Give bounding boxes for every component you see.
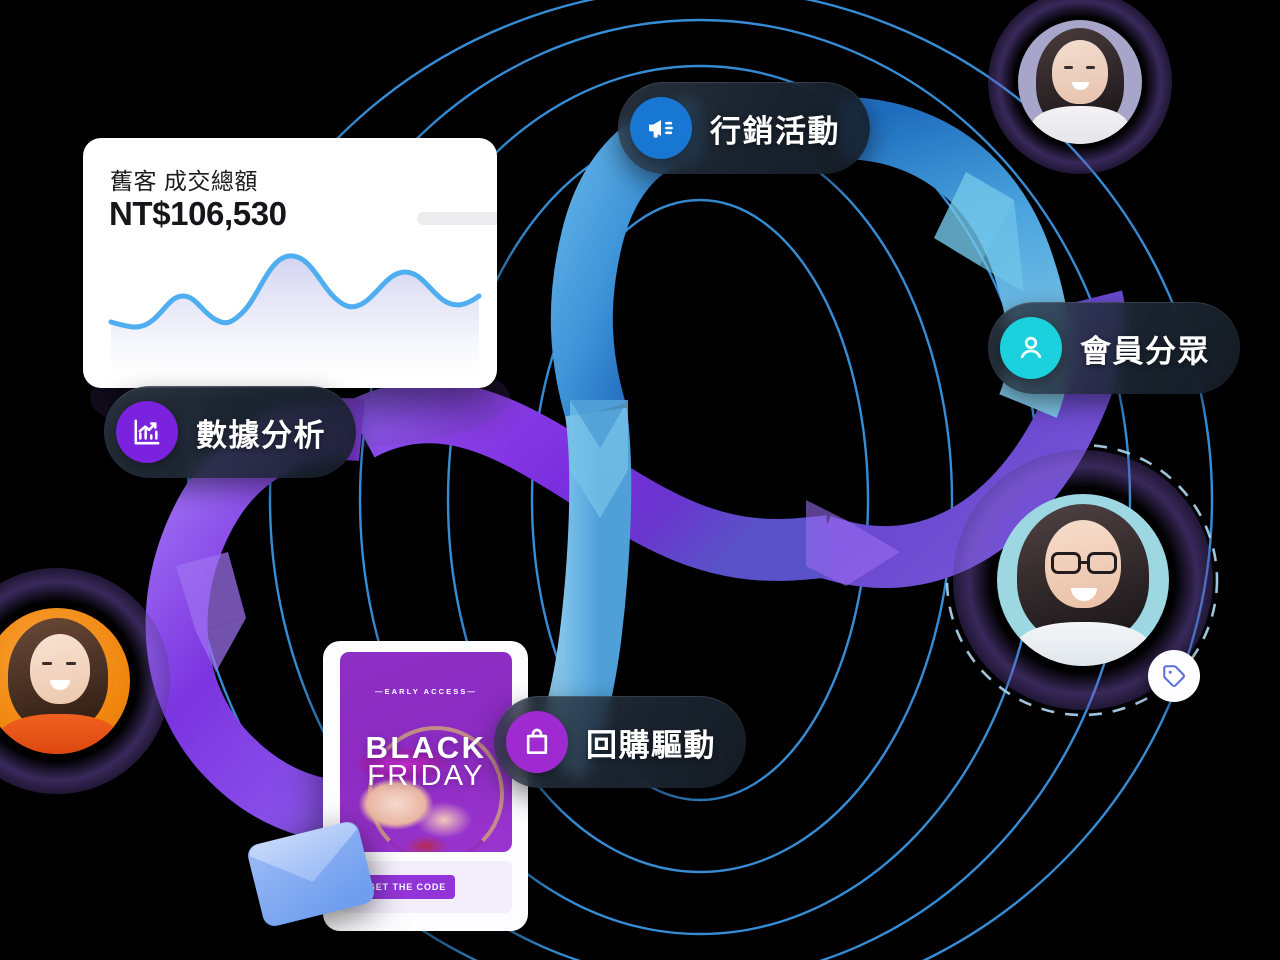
tag-badge[interactable]: [1148, 650, 1200, 702]
chart-icon: [134, 419, 160, 445]
promo-headline-bottom: FRIDAY: [367, 760, 485, 792]
tag-icon: [1163, 665, 1185, 687]
shopping-bag-icon-circle: [506, 711, 568, 773]
pill-marketing-campaign[interactable]: 行銷活動: [618, 82, 870, 174]
envelope-icon: [248, 822, 374, 926]
promo-eyebrow: —EARLY ACCESS—: [374, 687, 478, 696]
pill-label: 行銷活動: [710, 113, 840, 149]
pill-repurchase-drive[interactable]: 回購驅動: [494, 696, 746, 788]
pill-data-analytics[interactable]: 數據分析: [104, 386, 356, 478]
user-icon: [1020, 336, 1042, 359]
avatar-smiling-woman-glasses: [997, 494, 1169, 666]
model-photo: [340, 734, 512, 852]
revenue-area-chart: [108, 253, 482, 388]
shopping-bag-icon: [526, 728, 548, 754]
pill-member-segmentation[interactable]: 會員分眾: [988, 302, 1240, 394]
card-title: 舊客 成交總額: [110, 168, 258, 194]
card-value: NT$106,530: [109, 195, 287, 232]
avatar-smiling-woman-orange: [0, 608, 130, 754]
user-icon-circle: [1000, 317, 1062, 379]
avatar-smiling-woman-lavender: [1018, 20, 1142, 144]
phone-screen: —EARLY ACCESS— BLACK FRIDAY: [340, 652, 512, 852]
get-the-code-button[interactable]: GET THE CODE: [359, 875, 455, 899]
pill-label: 回購驅動: [586, 727, 716, 763]
megaphone-icon-circle: [630, 97, 692, 159]
megaphone-icon: [649, 120, 673, 138]
promo-headline-top: BLACK: [365, 730, 487, 765]
chart-icon-circle: [116, 401, 178, 463]
pill-label: 數據分析: [196, 417, 326, 453]
pill-label: 會員分眾: [1080, 333, 1210, 369]
revenue-card: 舊客 成交總額 NT$106,530: [83, 138, 497, 388]
card-skeleton-bar: [417, 212, 497, 225]
